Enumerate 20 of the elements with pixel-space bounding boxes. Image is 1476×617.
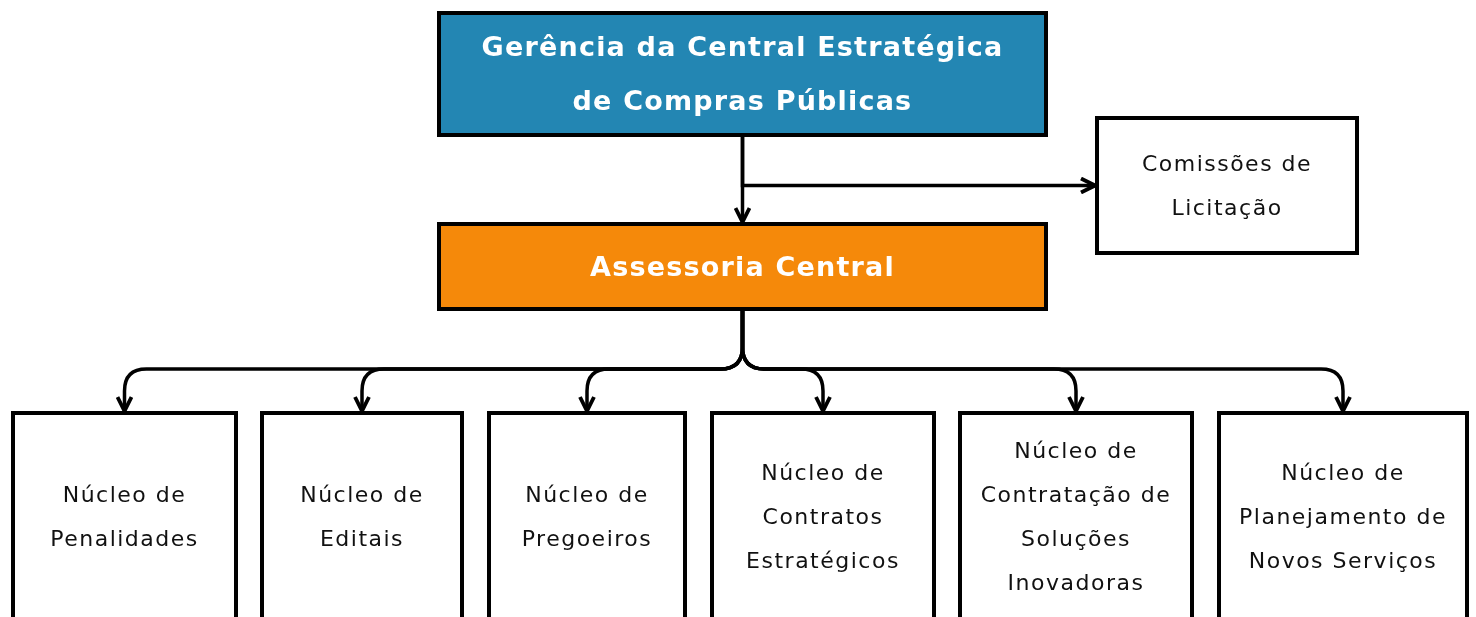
box-label: Comissões de Licitação	[1140, 149, 1314, 222]
box-label: Núcleo de Pregoeiros	[520, 481, 654, 553]
unit-box	[11, 411, 238, 617]
unit-box	[710, 411, 936, 617]
unit-box	[260, 411, 464, 617]
unit-box	[1095, 116, 1359, 255]
box-label: Assessoria Central	[589, 249, 896, 284]
box-label: Núcleo de Contratação de Soluções Inovadoras	[979, 437, 1173, 597]
connector-arrow	[740, 137, 1097, 195]
unit-box	[487, 411, 687, 617]
box-label: Núcleo de Planejamento de Novos Serviços	[1238, 459, 1448, 575]
header-box	[437, 11, 1048, 137]
box-label: Núcleo de Contratos Estratégicos	[745, 459, 901, 575]
box-label: Núcleo de Penalidades	[49, 481, 200, 553]
department-box	[437, 222, 1048, 311]
box-label: Núcleo de Editais	[299, 481, 425, 553]
connector-arrow	[740, 311, 1352, 413]
unit-box	[1217, 411, 1469, 617]
box-label: Gerência da Central Estratégica de Compras Públicas	[480, 30, 1005, 118]
unit-box	[958, 411, 1194, 617]
